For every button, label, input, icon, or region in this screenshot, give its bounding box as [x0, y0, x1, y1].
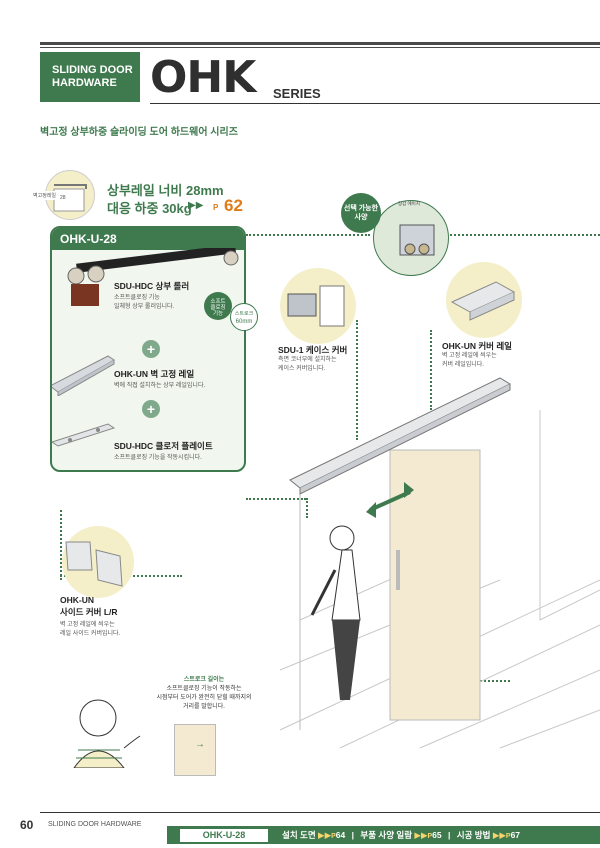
footer-code: OHK-U-28 — [180, 829, 268, 842]
case-cover-desc: 케이스 커버입니다. — [278, 366, 326, 372]
footer-nav: 설치 도면 ▶▶P64 | 부품 사양 일람 ▶▶P65 | 시공 방법 ▶▶P… — [282, 829, 520, 841]
stroke-value: 60mm — [235, 319, 253, 325]
selectable-badge: 선택 가능한 사양 — [341, 193, 381, 233]
cover-rail-desc: 벽 고정 레일에 씌우는 — [442, 353, 497, 359]
note-line: 소프트클로징 기능이 작동하는 — [166, 686, 242, 692]
roller-image — [67, 248, 239, 306]
wall-rail-image — [52, 355, 115, 396]
nav-page: 67 — [510, 830, 521, 840]
page-ref-prefix: P — [213, 203, 219, 212]
nav-label: 부품 사양 일람 — [360, 830, 413, 840]
page-subtitle: 벽고정 상부하중 슬라이딩 도어 하드웨어 시리즈 — [40, 127, 238, 138]
badge-line: 기능 — [212, 311, 224, 317]
rail-thumbnail: 벽고정레일 28 — [32, 170, 95, 220]
kit-item-name: SDU-HDC 상부 롤러 — [114, 281, 190, 291]
staff-illustration — [73, 699, 141, 768]
arrow-icon: ▶▶ — [188, 200, 204, 211]
cover-rail-circle — [446, 262, 522, 338]
side-cover-desc: 레일 사이드 커버입니다. — [60, 631, 121, 637]
page-prefix: P — [331, 833, 336, 840]
note-line: 스트로크 길이는 — [183, 677, 225, 683]
page-number: 60 — [20, 818, 34, 832]
nav-separator: | — [448, 830, 451, 840]
door-scene-illustration — [279, 377, 600, 749]
nav-link-parts[interactable]: 부품 사양 일람 ▶▶P65 — [360, 830, 441, 840]
arrow-icon: ▶▶ — [414, 830, 428, 840]
spec-rail-width: 상부레일 너비 28mm — [107, 183, 224, 198]
nav-label: 시공 방법 — [456, 830, 491, 840]
case-cover-circle — [280, 268, 356, 344]
arrow-icon: ▶▶ — [492, 830, 506, 840]
title-underline — [150, 103, 600, 104]
kit-item-desc: 소프트클로징 기능을 작동시킵니다. — [114, 455, 202, 461]
nav-link-drawing[interactable]: 설치 도면 ▶▶P64 — [282, 830, 345, 840]
option-circle — [373, 200, 449, 276]
side-cover-circle — [62, 526, 134, 598]
corner-label: 장갑 에이치 — [398, 201, 420, 206]
connector-line — [430, 330, 432, 410]
kit-item-desc: 일체형 상부 롤러입니다. — [114, 304, 175, 310]
connector-line — [122, 575, 182, 577]
connector-line — [356, 320, 358, 440]
kit-item-desc: 소프트클로징 기능 — [114, 295, 160, 301]
side-cover-desc: 벽 고정 레일에 씌우는 — [60, 622, 115, 628]
series-label: SERIES — [273, 86, 321, 101]
kit-box: OHK-U-28 SDU-HDC 상부 롤러 소프트클로징 기능 일체형 상부 … — [50, 226, 246, 472]
door-detail-image: → — [174, 724, 216, 776]
connector-line — [246, 234, 370, 236]
side-cover-name: OHK-UN — [60, 595, 94, 605]
spec-load: 대응 하중 30kg — [107, 201, 192, 216]
selectable-line2: 사양 — [354, 214, 368, 221]
kit-item-name: OHK-UN 벽 고정 레일 — [114, 369, 195, 379]
nav-separator: | — [351, 830, 355, 840]
stroke-badge: 스트로크 60mm — [230, 303, 258, 331]
kit-item-desc: 벽에 직접 설치하는 상부 레일입니다. — [114, 383, 206, 389]
note-line: 시점부터 도어가 완전히 닫힐 때까지의 — [156, 695, 252, 701]
category-line1: SLIDING DOOR — [52, 64, 133, 76]
thumb-label: 벽고정레일 — [32, 191, 58, 200]
nav-page: 64 — [335, 830, 346, 840]
note-line: 거리를 말합니다. — [183, 704, 225, 710]
soft-closing-badge: 소프트 클로징 기능 — [204, 292, 232, 320]
page-ref-number: 62 — [224, 196, 243, 215]
nav-link-install[interactable]: 시공 방법 ▶▶P67 — [457, 830, 520, 840]
footer-bar — [167, 826, 600, 844]
nav-page: 65 — [432, 830, 442, 840]
kit-code: OHK-U-28 — [52, 228, 244, 250]
arrow-icon: ▶▶ — [318, 830, 332, 840]
cover-rail-name: OHK-UN 커버 레일 — [442, 341, 512, 351]
brand-title: OHK — [150, 52, 256, 103]
connector-line — [60, 510, 62, 580]
case-cover-desc: 측면 코너부에 설치하는 — [278, 357, 337, 363]
header-rule-thin — [40, 47, 600, 48]
arrow-icon: → — [195, 739, 205, 750]
nav-label: 설치 도면 — [282, 830, 316, 840]
badge-line: 클로징 — [210, 305, 226, 311]
stroke-label: 스트로크 — [234, 311, 254, 317]
page-prefix: P — [427, 833, 433, 840]
kit-item-name: SDU-HDC 클로저 플레이트 — [114, 441, 213, 451]
closer-plate-image — [52, 423, 116, 447]
connector-line — [306, 498, 308, 518]
category-box: SLIDING DOOR HARDWARE — [40, 52, 140, 102]
thumb-dim: 28 — [60, 195, 66, 201]
stroke-note: 스트로크 길이는 소프트클로징 기능이 작동하는 시점부터 도어가 완전히 닫힐… — [134, 676, 274, 712]
header-rule-thick — [40, 42, 600, 45]
case-cover-name: SDU-1 케이스 커버 — [278, 345, 348, 355]
connector-line — [430, 234, 600, 236]
side-cover-name: 사이드 커버 L/R — [60, 607, 118, 617]
connector-line — [246, 498, 306, 500]
footer-section: SLIDING DOOR HARDWARE — [48, 821, 142, 828]
category-line2: HARDWARE — [52, 77, 117, 89]
plus-icon: + — [142, 340, 160, 358]
cover-rail-desc: 커버 레일입니다. — [442, 362, 484, 368]
footer-rule — [40, 812, 600, 813]
selectable-line1: 선택 가능한 — [343, 205, 379, 212]
badge-line: 소프트 — [210, 299, 226, 305]
plus-icon: + — [142, 400, 160, 418]
page-prefix: P — [505, 833, 511, 840]
